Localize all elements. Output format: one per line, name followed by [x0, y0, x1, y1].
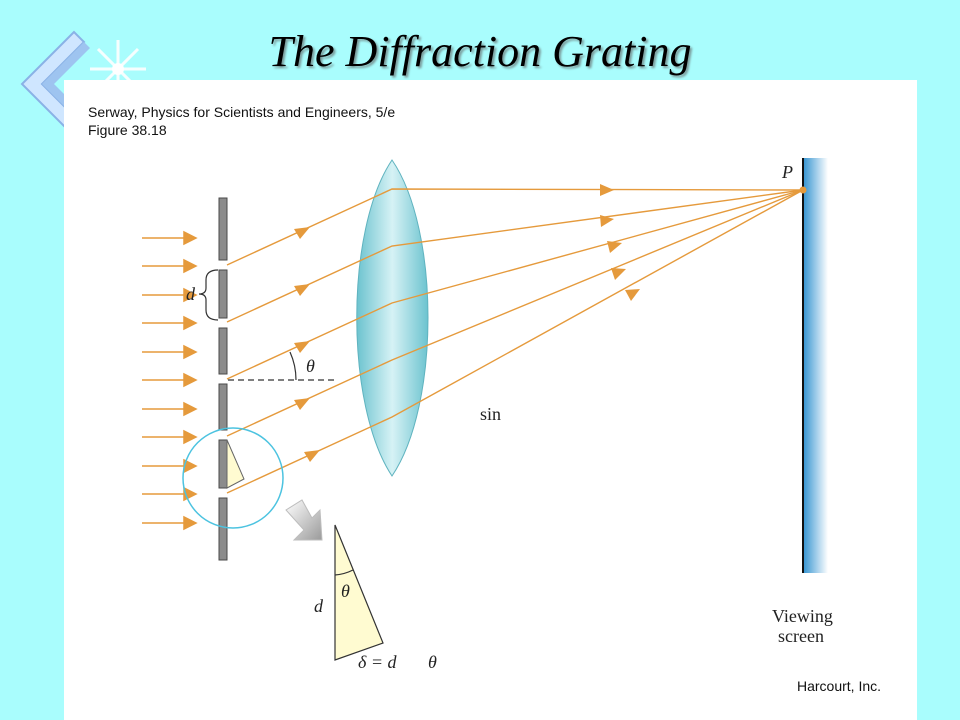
- inset-d-label: d: [314, 596, 324, 616]
- ray-arrowheads: [294, 184, 640, 462]
- incoming-ray: [142, 230, 198, 246]
- path-difference-theta-label: θ: [428, 652, 437, 672]
- magnify-arrow-icon: [285, 499, 323, 541]
- incoming-ray: [142, 372, 198, 388]
- incoming-rays: [142, 230, 198, 531]
- figure-panel: [64, 80, 917, 720]
- figure-number: Figure 38.18: [88, 122, 167, 138]
- path-difference-triangle-small: [226, 439, 245, 489]
- incoming-ray: [142, 258, 198, 274]
- figure-source: Serway, Physics for Scientists and Engin…: [88, 104, 396, 120]
- incoming-ray: [142, 429, 198, 445]
- incoming-ray: [142, 401, 198, 417]
- slit-spacing-brace: [198, 269, 219, 321]
- viewing-screen: [802, 158, 828, 573]
- slide-title: The Diffraction Grating: [268, 27, 692, 76]
- grating: [218, 197, 228, 561]
- incoming-ray: [142, 458, 198, 474]
- inset-angle-arc: [334, 569, 354, 576]
- point-p-label: P: [781, 162, 793, 182]
- incoming-ray: [142, 515, 198, 531]
- slit-spacing-label: d: [186, 284, 196, 304]
- incoming-ray: [142, 287, 198, 303]
- incoming-ray: [142, 315, 198, 331]
- angle-label: θ: [306, 356, 315, 376]
- path-difference-triangle-inset: [334, 524, 384, 661]
- diffracted-rays: [226, 188, 804, 494]
- viewing-screen-label-line2: screen: [778, 626, 824, 646]
- incoming-ray: [142, 344, 198, 360]
- path-difference-label: δ = d: [358, 652, 398, 672]
- magnifier-circle: [182, 427, 284, 529]
- figure-credit: Harcourt, Inc.: [797, 678, 882, 694]
- viewing-screen-label-line1: Viewing: [772, 606, 833, 626]
- inset-angle-label: θ: [341, 581, 350, 601]
- sin-label: sin: [480, 404, 501, 424]
- point-p-marker: [799, 186, 807, 194]
- lens: [356, 159, 429, 477]
- angle-arc: [289, 351, 297, 381]
